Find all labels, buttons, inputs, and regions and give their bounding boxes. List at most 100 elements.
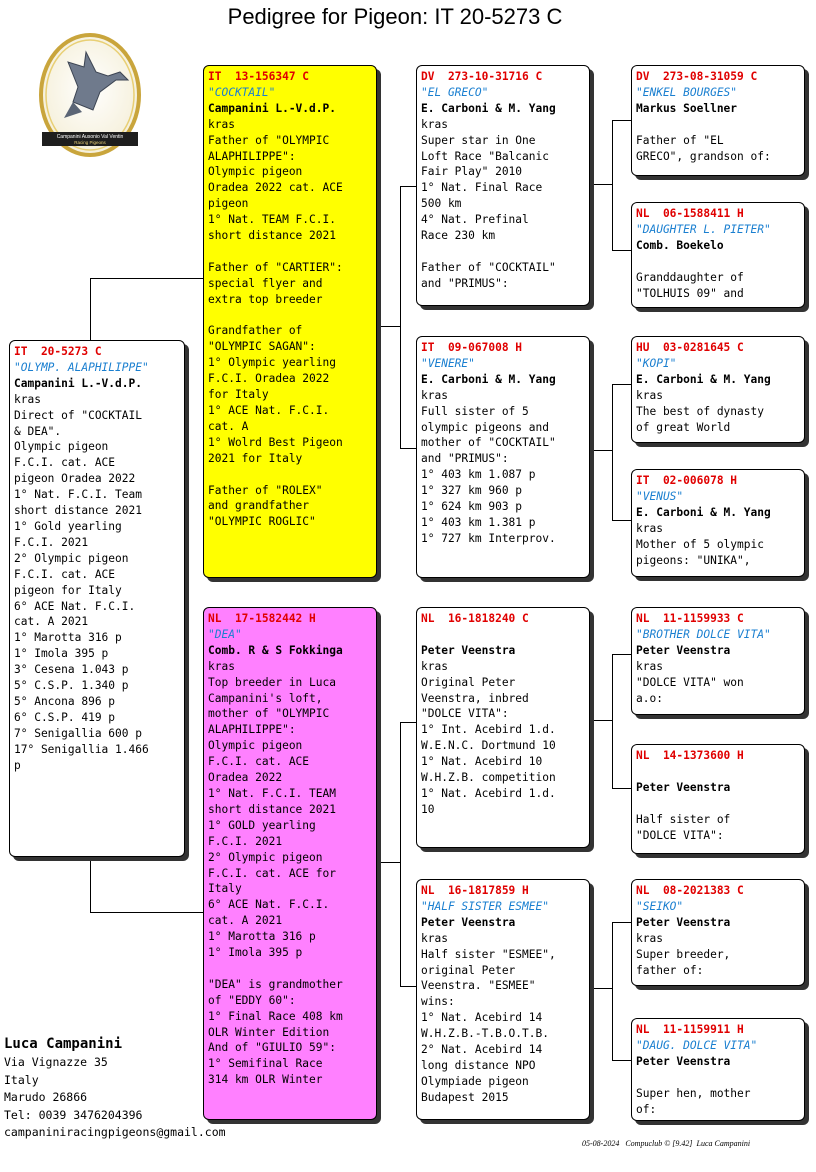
info-line: Super star in One xyxy=(421,133,536,147)
info-line: extra top breeder xyxy=(208,292,323,306)
info-line: p xyxy=(14,758,21,772)
connector xyxy=(592,988,612,989)
info-line: 2° Nat. Acebird 14 xyxy=(421,1043,543,1057)
dam-dam-dam-card[interactable]: NL 11-1159911 H"DAUG. DOLCE VITA"Peter V… xyxy=(631,1018,805,1121)
info-line: Veenstra, inbred xyxy=(421,691,529,705)
ring-number: NL 14-1373600 H xyxy=(636,749,744,762)
pigeon-name xyxy=(636,764,800,780)
connector xyxy=(380,326,400,327)
connector xyxy=(90,912,204,913)
info-line: ALAPHILIPPE": xyxy=(208,723,296,737)
sire-dam-card[interactable]: IT 09-067008 H"VENERE"E. Carboni & M. Ya… xyxy=(416,336,590,578)
info-line: 1° Marotta 316 p xyxy=(14,631,122,645)
info-line: 17° Senigallia 1.466 xyxy=(14,742,149,756)
owner-name: Peter Veenstra xyxy=(421,643,516,657)
sire-sire-card[interactable]: DV 273-10-31716 C"EL GRECO"E. Carboni & … xyxy=(416,65,590,306)
sire-dam-sire-card[interactable]: HU 03-0281645 C"KOPI"E. Carboni & M. Yan… xyxy=(631,336,805,443)
info-line: Super hen, mother xyxy=(636,1086,751,1100)
info-line: 1° Semifinal Race xyxy=(208,1057,323,1071)
connector xyxy=(592,450,612,451)
sire-dam-dam-card[interactable]: IT 02-006078 H"VENUS"E. Carboni & M. Yan… xyxy=(631,469,805,577)
pigeon-name xyxy=(421,627,585,643)
info-line: F.C.I. Oradea 2022 xyxy=(208,372,330,386)
pigeon-name: "ENKEL BOURGES" xyxy=(636,85,738,99)
dam-dam-card[interactable]: NL 16-1817859 H"HALF SISTER ESMEE"Peter … xyxy=(416,879,590,1120)
info-line: kras xyxy=(421,931,448,945)
info-line: kras xyxy=(636,659,663,673)
ring-number: NL 11-1159911 H xyxy=(636,1023,744,1036)
info-line: 5° C.S.P. 1.340 p xyxy=(14,679,129,693)
info-line xyxy=(208,244,372,260)
footer-credit: 05-08-2024 Compuclub © [9.42] Luca Campa… xyxy=(582,1139,751,1148)
info-line: of: xyxy=(636,1102,657,1116)
connector xyxy=(592,720,612,721)
info-line: 1° Imola 395 p xyxy=(208,946,303,960)
info-line: Father of "CARTIER": xyxy=(208,260,343,274)
info-line: 2° Olympic pigeon xyxy=(14,551,129,565)
sire-sire-dam-card[interactable]: NL 06-1588411 H"DAUGHTER L. PIETER"Comb.… xyxy=(631,202,805,308)
breeder-country: Italy xyxy=(4,1072,39,1087)
info-line: kras xyxy=(14,392,41,406)
info-line: & DEA". xyxy=(14,424,62,438)
info-line: and "PRIMUS": xyxy=(421,276,509,290)
info-line: Veenstra. "ESMEE" xyxy=(421,979,536,993)
breeder-info: Luca Campanini Via Vignazze 35 Italy Mar… xyxy=(4,1034,226,1142)
info-line: 1° 327 km 960 p xyxy=(421,484,523,498)
info-line xyxy=(208,308,372,324)
ring-number: IT 02-006078 H xyxy=(636,474,738,487)
breeder-email[interactable]: campaniniracingpigeons@gmail.com xyxy=(4,1125,226,1139)
info-line: Half sister "ESMEE", xyxy=(421,947,556,961)
info-line: ALAPHILIPPE": xyxy=(208,149,296,163)
info-line: 1° ACE Nat. F.C.I. xyxy=(208,404,330,417)
info-line: Campanini's loft, xyxy=(208,691,323,705)
connector xyxy=(612,922,613,1060)
info-line: "DOLCE VITA": xyxy=(636,828,724,842)
owner-name: Comb. Boekelo xyxy=(636,238,724,252)
sire-card[interactable]: IT 13-156347 C"COCKTAIL"Campanini L.-V.d… xyxy=(203,65,377,578)
info-line: Fair Play" 2010 xyxy=(421,165,523,179)
info-line: Olympic pigeon xyxy=(14,440,109,454)
info-line: 4° Nat. Prefinal xyxy=(421,213,529,227)
connector xyxy=(400,186,401,448)
info-line: cat. A 2021 xyxy=(208,914,283,928)
info-line: Grandfather of xyxy=(208,324,303,338)
info-line: Olympic pigeon xyxy=(208,739,303,753)
info-line xyxy=(208,961,372,977)
info-line: pigeon Oradea 2022 xyxy=(14,472,136,486)
ring-number: IT 09-067008 H xyxy=(421,341,523,354)
info-line: mother of "COCKTAIL" xyxy=(421,436,556,450)
connector xyxy=(612,788,632,789)
info-line xyxy=(636,796,800,812)
ring-number: DV 273-10-31716 C xyxy=(421,70,543,83)
info-line: 1° Nat. Final Race xyxy=(421,181,543,195)
breeder-name: Luca Campanini xyxy=(4,1036,123,1052)
info-line: 1° 403 km 1.381 p xyxy=(421,515,536,529)
info-line: mother of "OLYMPIC xyxy=(208,707,330,721)
info-line: 1° 727 km Interprov. xyxy=(421,531,556,545)
subject-card[interactable]: IT 20-5273 C"OLYMP. ALAPHILIPPE"Campanin… xyxy=(9,340,185,857)
pigeon-name: "BROTHER DOLCE VITA" xyxy=(636,627,771,641)
info-line: short distance 2021 xyxy=(14,504,142,518)
ring-number: DV 273-08-31059 C xyxy=(636,70,758,83)
info-line: short distance 2021 xyxy=(208,802,336,816)
info-line: 5° Ancona 896 p xyxy=(14,694,116,708)
dam-sire-sire-card[interactable]: NL 11-1159933 C"BROTHER DOLCE VITA"Peter… xyxy=(631,607,805,715)
info-line: 1° Imola 395 p xyxy=(14,647,109,661)
dam-card[interactable]: NL 17-1582442 H"DEA"Comb. R & S Fokkinga… xyxy=(203,607,377,1120)
info-line: Father of "COCKTAIL" xyxy=(421,260,556,274)
connector xyxy=(612,120,613,250)
info-line: And of "GIULIO 59": xyxy=(208,1041,336,1055)
breeder-city: Marudo 26866 xyxy=(4,1090,88,1104)
pigeon-name: "DAUG. DOLCE VITA" xyxy=(636,1038,758,1052)
info-line: The best of dynasty xyxy=(636,404,764,418)
info-line: Original Peter xyxy=(421,675,516,689)
info-line: Father of "EL xyxy=(636,133,724,147)
sire-sire-sire-card[interactable]: DV 273-08-31059 C"ENKEL BOURGES"Markus S… xyxy=(631,65,805,176)
ring-number: IT 13-156347 C xyxy=(208,70,310,83)
owner-name: E. Carboni & M. Yang xyxy=(421,372,556,386)
info-line: Super breeder, xyxy=(636,947,731,961)
ring-number: NL 06-1588411 H xyxy=(636,207,744,220)
